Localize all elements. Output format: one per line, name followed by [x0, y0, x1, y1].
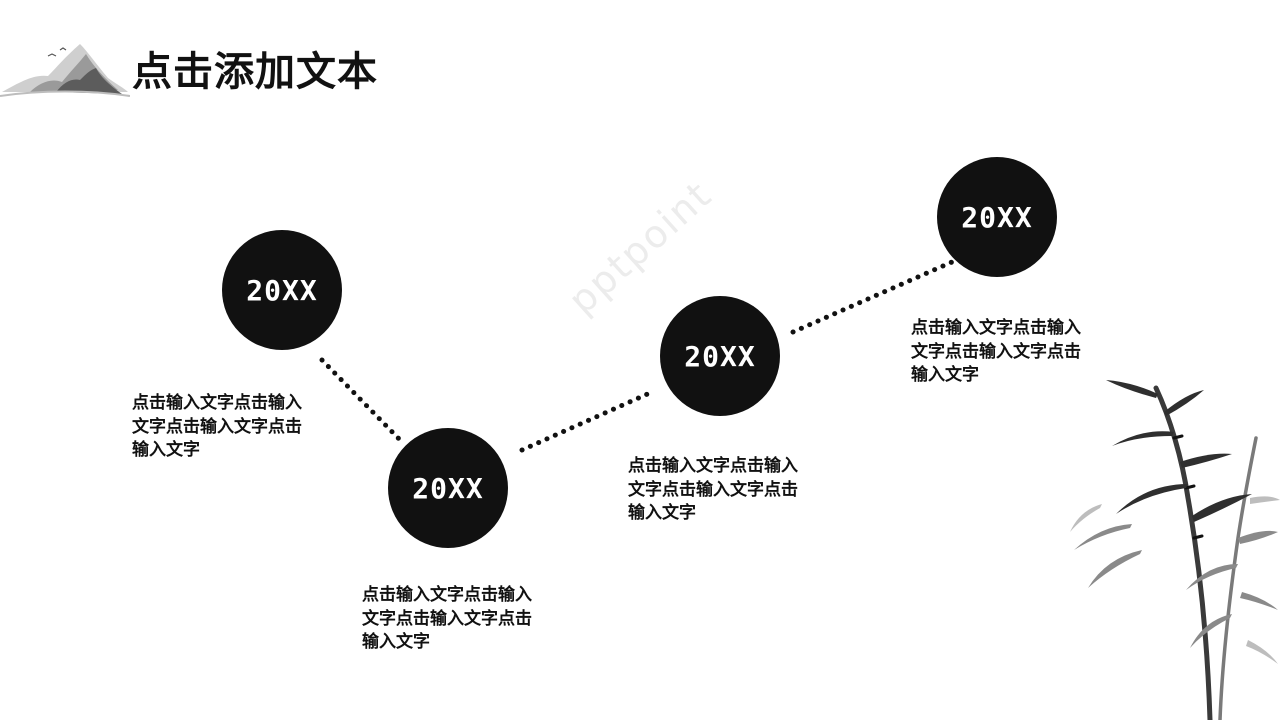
- timeline-node-1[interactable]: 20XX: [222, 230, 342, 350]
- year-label: 20XX: [961, 200, 1033, 234]
- connector-2-3: [519, 389, 655, 453]
- node-3-text[interactable]: 点击输入文字点击输入文字点击输入文字点击输入文字: [628, 456, 798, 523]
- mountain-logo: [0, 44, 130, 97]
- slide-title[interactable]: 点击添加文本: [132, 49, 378, 95]
- year-label: 20XX: [412, 471, 484, 505]
- timeline-node-4[interactable]: 20XX: [937, 157, 1057, 277]
- bamboo-illustration: [1070, 380, 1280, 720]
- connector-3-4: [790, 259, 955, 335]
- node-1-text[interactable]: 点击输入文字点击输入文字点击输入文字点击输入文字: [132, 393, 302, 460]
- year-label: 20XX: [246, 273, 318, 307]
- node-2-text[interactable]: 点击输入文字点击输入文字点击输入文字点击输入文字: [362, 585, 532, 652]
- timeline-node-3[interactable]: 20XX: [660, 296, 780, 416]
- node-4-text[interactable]: 点击输入文字点击输入文字点击输入文字点击输入文字: [911, 318, 1081, 385]
- timeline-node-2[interactable]: 20XX: [388, 428, 508, 548]
- year-label: 20XX: [684, 339, 756, 373]
- connector-1-2: [319, 357, 407, 447]
